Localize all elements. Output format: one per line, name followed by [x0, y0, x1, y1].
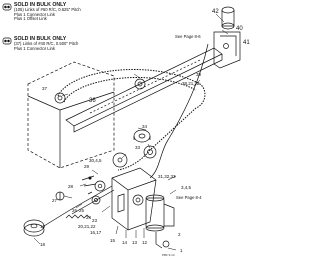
callout-2: 2: [178, 232, 181, 237]
drive-motor: [145, 194, 175, 249]
bulk-note-line: (105) Links of #60 R/C, 0.625" Pitch: [14, 7, 81, 13]
adjustment-wheel: [133, 129, 151, 143]
callout-27: 27: [52, 198, 58, 203]
bulk-note-line: Plus 1 Offset Link: [14, 16, 47, 22]
callout-24: 24: [86, 215, 92, 220]
bottom-left-disc: [23, 209, 71, 237]
callout-15: 15: [110, 238, 116, 243]
small-gears-cluster: [81, 175, 106, 205]
callout-18: 18: [40, 242, 46, 247]
parts-diagram: SOLD IN BULK ONLY (105) Links of #60 R/C…: [2, 2, 250, 257]
central-gearbox: [111, 167, 157, 231]
callout-13: 13: [132, 240, 138, 245]
upper-housing-assembly: [213, 6, 241, 69]
callout-37: 37: [42, 86, 48, 91]
left-shroud-outline: [27, 61, 115, 169]
callout-14: 14: [122, 240, 128, 245]
see-page-ref-bottom: See Page 8-4: [176, 195, 202, 200]
exploded-view-drawing: 42 40 41 See Page 8-6 39 38,21,22 37 36 …: [2, 3, 250, 257]
bulk-note-chain-40: SOLD IN BULK ONLY (37) Links of #40 R/C,…: [14, 36, 126, 51]
callout-26: 26: [72, 208, 78, 213]
control-cable: [149, 43, 209, 179]
callout-30: 30,4,5: [89, 158, 102, 163]
callout-20: 20,21,22: [78, 224, 96, 229]
callout-29: 29: [84, 164, 90, 169]
drive-chain: [57, 68, 206, 171]
callout-23: 23: [92, 218, 98, 223]
callout-38: 38,21,22: [182, 81, 200, 86]
see-page-ref-top: See Page 8-6: [175, 34, 201, 39]
chain-link-icon: [2, 37, 12, 45]
bulk-note-line: Plus 1 Connector Link: [14, 45, 55, 51]
chain-link-icon: [2, 3, 12, 11]
upper-sprocket: [134, 78, 146, 90]
callout-33: 33: [135, 145, 141, 150]
left-sprocket: [54, 92, 66, 104]
bulk-note-heading: SOLD IN BULK ONLY: [14, 2, 67, 8]
bulk-note-line: (37) Links of #40 R/C, 0.500" Pitch: [14, 41, 79, 47]
callout-19: 19: [40, 224, 46, 229]
callout-28: 28: [68, 184, 74, 189]
tension-spring: [65, 214, 91, 219]
gear-33: [143, 145, 157, 159]
callout-36: 36: [89, 98, 96, 104]
callout-41: 41: [243, 40, 250, 46]
bulk-note-line: Plus 1 Connector Link: [14, 11, 55, 17]
bulk-note-heading: SOLD IN BULK ONLY: [14, 36, 67, 42]
callout-39: 39: [196, 72, 202, 77]
leader-lines: [33, 13, 229, 251]
callout-1: 1: [180, 248, 183, 253]
disc-30: [112, 152, 128, 168]
callout-42: 42: [212, 9, 219, 15]
callout-40: 40: [236, 26, 243, 32]
callout-345: 3,4,5: [181, 185, 192, 190]
callout-12: 12: [142, 240, 148, 245]
callout-16: 16,17: [90, 230, 102, 235]
callout-31: 31,32,33: [158, 174, 176, 179]
bulk-note-chain-60: SOLD IN BULK ONLY (105) Links of #60 R/C…: [14, 2, 126, 22]
main-frame-rail: [65, 47, 223, 133]
callout-34: 34: [142, 124, 148, 129]
callout-25: 25: [79, 208, 85, 213]
drawing-code: PBF 9.14: [162, 253, 175, 257]
